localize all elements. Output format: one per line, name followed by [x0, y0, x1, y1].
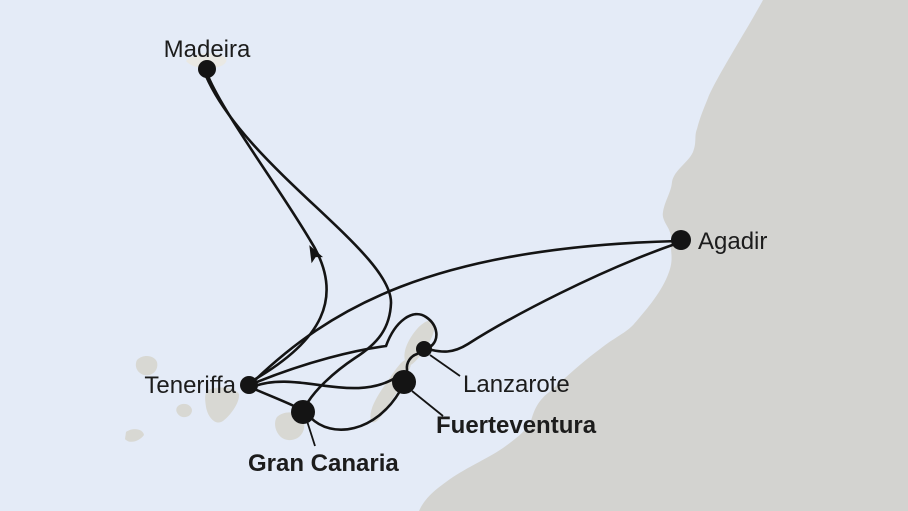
port-marker-teneriffa	[240, 376, 258, 394]
port-marker-gran-canaria	[291, 400, 315, 424]
port-label-fuerteventura: Fuerteventura	[436, 412, 597, 439]
el-hierro-island	[125, 429, 144, 442]
port-label-gran-canaria: Gran Canaria	[248, 450, 399, 477]
route-teneriffa-to-agadir	[251, 239, 680, 384]
port-marker-fuerteventura	[392, 370, 416, 394]
port-label-madeira: Madeira	[164, 36, 251, 63]
port-marker-madeira	[198, 60, 216, 78]
port-marker-agadir	[671, 230, 691, 250]
route-teneriffa-to-fuerteventura	[250, 375, 399, 390]
port-fuerteventura: Fuerteventura	[392, 370, 597, 439]
la-palma-island	[135, 356, 158, 376]
port-leader-line-fuerteventura	[411, 390, 444, 417]
route-gran-canaria-to-fuerteventura	[308, 389, 402, 431]
route-madeira-to-gran-canaria	[204, 74, 393, 404]
port-agadir: Agadir	[671, 228, 767, 255]
port-label-lanzarote: Lanzarote	[463, 371, 570, 398]
port-label-teneriffa: Teneriffa	[144, 372, 236, 399]
port-leader-line-lanzarote	[429, 354, 461, 377]
port-gran-canaria: Gran Canaria	[248, 400, 399, 477]
port-marker-lanzarote	[416, 341, 432, 357]
port-lanzarote: Lanzarote	[416, 341, 570, 398]
port-leader-line-gran-canaria	[306, 420, 316, 447]
africa-mainland	[419, 0, 908, 511]
route-fuerteventura-to-lanzarote	[405, 352, 419, 372]
route-teneriffa-to-lanzarote	[250, 312, 438, 386]
port-label-agadir: Agadir	[698, 228, 767, 255]
port-madeira: Madeira	[164, 36, 251, 78]
tenerife-island	[205, 387, 240, 423]
route-direction-arrow-icon	[309, 245, 324, 264]
port-teneriffa: Teneriffa	[144, 372, 258, 399]
la-gomera-island	[176, 403, 192, 418]
route-agadir-to-lanzarote	[430, 241, 680, 353]
